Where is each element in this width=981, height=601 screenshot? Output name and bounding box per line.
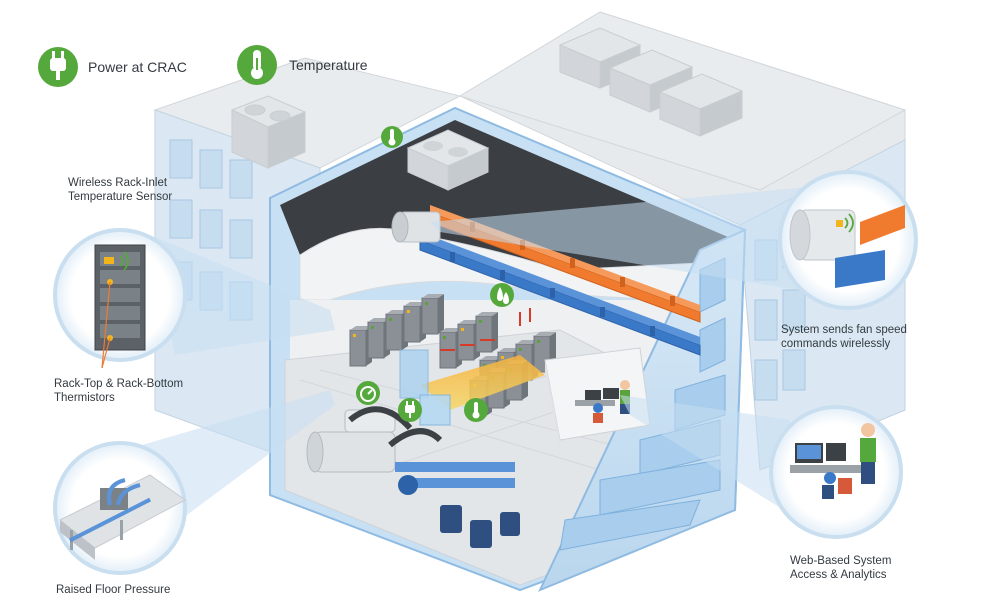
wireless-signal-icon: [844, 213, 854, 233]
server-rack: [421, 294, 444, 335]
callout-circle-rack-sensor: [53, 228, 187, 369]
plug-icon: [398, 398, 422, 422]
chiller-plant: [306, 406, 520, 548]
thermometer-icon: [464, 398, 488, 422]
wireless-signal-icon: [119, 251, 129, 271]
legend-plug-icon: [38, 47, 78, 87]
legend-power-label: Power at CRAC: [88, 59, 187, 75]
gauge-icon: [356, 381, 380, 405]
scene-sensor-icons: [356, 126, 514, 422]
supply-air-duct: [419, 232, 701, 356]
callout-thermistors-label: Rack-Top & Rack-Bottom Thermistors: [54, 377, 183, 405]
callout-web-access-label: Web-Based System Access & Analytics: [790, 554, 891, 582]
callout-thermistors-line1: Rack-Top & Rack-Bottom: [54, 378, 184, 390]
legend-temperature-label: Temperature: [289, 57, 368, 73]
callout-web-access-line2: Access & Analytics: [790, 569, 887, 581]
server-rack: [475, 312, 498, 353]
callout-circle-floor: [53, 441, 187, 575]
callout-wireless-sensor-label: Wireless Rack-Inlet Temperature Sensor: [68, 176, 172, 204]
callout-fan-speed-line2: commands wirelessly: [781, 338, 891, 350]
thermometer-icon: [381, 126, 403, 148]
control-room: [544, 347, 651, 450]
callout-web-access-line1: Web-Based System: [790, 555, 892, 567]
water-drop-icon: [490, 283, 514, 307]
callout-thermistors-line2: Thermistors: [54, 392, 115, 404]
callout-circle-analytics: [769, 405, 903, 539]
legend-thermometer-icon: [237, 45, 277, 85]
server-racks: [349, 294, 556, 426]
callout-floor-pressure-label: Raised Floor Pressure: [56, 584, 171, 596]
callout-fan-speed-label: System sends fan speed commands wireless…: [781, 323, 907, 351]
crac-fan-unit: [391, 211, 441, 243]
callout-wireless-sensor-line2: Temperature Sensor: [68, 191, 173, 203]
callout-circle-fan: [778, 170, 918, 310]
callout-wireless-sensor-line1: Wireless Rack-Inlet: [68, 177, 168, 189]
callout-fan-speed-line1: System sends fan speed: [781, 324, 907, 336]
rooftop-condenser: [406, 129, 490, 191]
